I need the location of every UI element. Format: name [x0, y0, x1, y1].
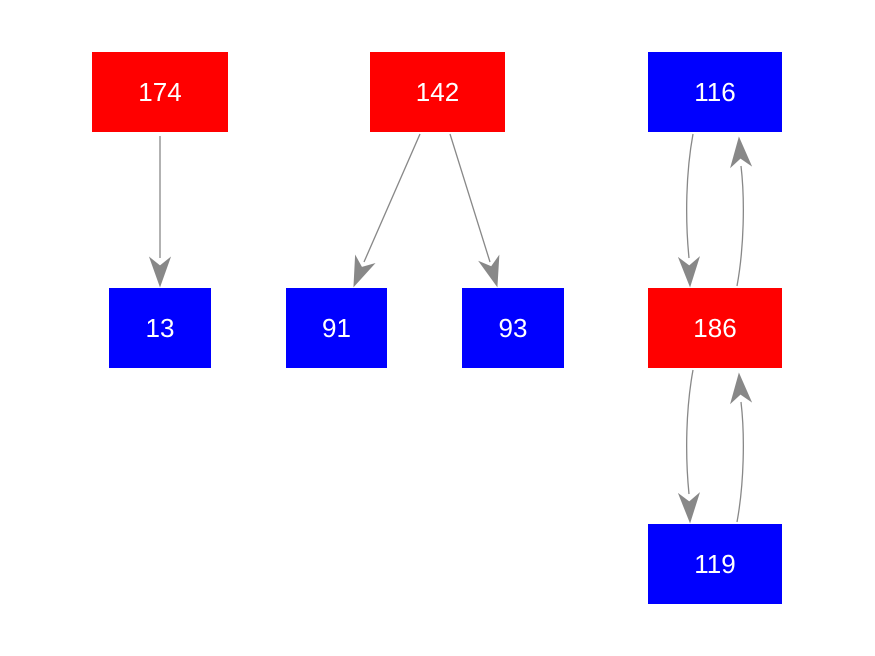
edge-174-to-13 — [148, 136, 172, 288]
edge-line — [736, 401, 744, 523]
node-label: 91 — [322, 313, 351, 343]
node-box[interactable] — [648, 288, 782, 368]
node-box[interactable] — [92, 52, 228, 132]
node-box[interactable] — [648, 524, 782, 604]
arrowhead-icon — [730, 136, 753, 169]
edge-186-to-116 — [730, 136, 753, 287]
node-label: 116 — [694, 77, 735, 107]
arrowhead-icon — [148, 256, 172, 288]
edge-119-to-186 — [730, 372, 753, 523]
edge-116-to-186 — [677, 133, 701, 288]
node-box[interactable] — [648, 52, 782, 132]
node-91[interactable]: 91 — [286, 288, 387, 368]
edge-142-to-93 — [449, 133, 500, 288]
edge-line — [736, 165, 744, 287]
arrowhead-icon — [478, 254, 500, 288]
node-box[interactable] — [286, 288, 387, 368]
node-186[interactable]: 186 — [648, 288, 782, 368]
node-label: 93 — [499, 313, 528, 343]
node-174[interactable]: 174 — [92, 52, 228, 132]
arrowhead-icon — [677, 256, 701, 288]
node-label: 174 — [138, 77, 181, 107]
arrowhead-icon — [677, 492, 701, 524]
node-label: 186 — [693, 313, 736, 343]
edge-line — [686, 369, 694, 495]
node-116[interactable]: 116 — [648, 52, 782, 132]
edge-line — [686, 133, 694, 259]
node-93[interactable]: 93 — [462, 288, 564, 368]
arrowhead-icon — [353, 254, 376, 288]
nodes-layer: 174 142 116 13 91 93 186 119 — [92, 52, 782, 604]
node-box[interactable] — [370, 52, 505, 132]
node-label: 119 — [694, 549, 735, 579]
edge-line — [363, 133, 421, 263]
node-box[interactable] — [462, 288, 564, 368]
node-13[interactable]: 13 — [109, 288, 211, 368]
node-box[interactable] — [109, 288, 211, 368]
edge-142-to-91 — [353, 133, 421, 288]
node-142[interactable]: 142 — [370, 52, 505, 132]
arrowhead-icon — [730, 372, 753, 405]
node-119[interactable]: 119 — [648, 524, 782, 604]
edge-186-to-119 — [677, 369, 701, 524]
node-label: 13 — [146, 313, 175, 343]
node-label: 142 — [416, 77, 459, 107]
edges-layer — [148, 133, 753, 524]
edge-line — [449, 133, 491, 263]
